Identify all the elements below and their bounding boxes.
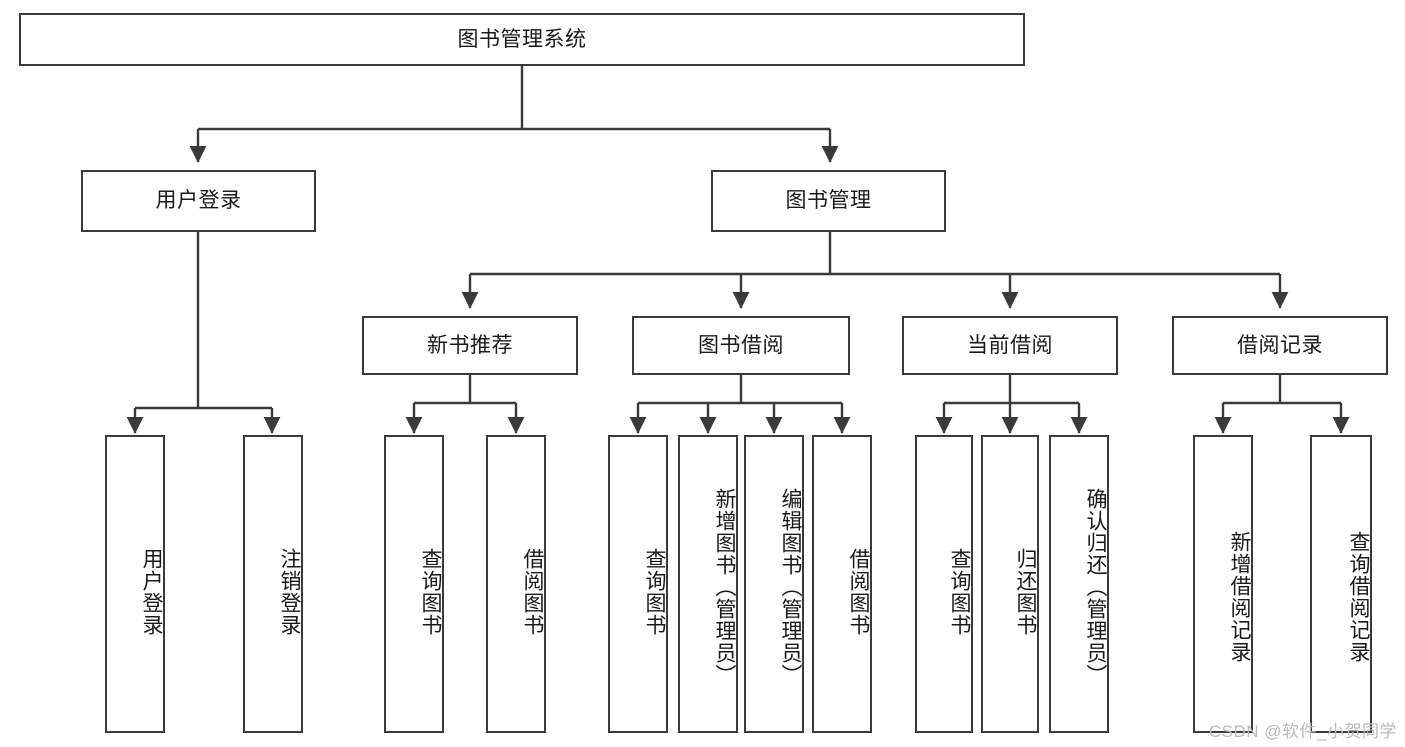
node-new-book-recommend[interactable]: 新书推荐 <box>362 316 578 375</box>
node-borrow-record[interactable]: 借阅记录 <box>1172 316 1388 375</box>
leaf-add-book[interactable]: 新增图书（管理员） <box>678 435 738 733</box>
leaf-edit-book[interactable]: 编辑图书（管理员） <box>744 435 804 733</box>
node-label: 归还图书 <box>1014 548 1037 636</box>
node-label: 图书管理 <box>785 189 872 213</box>
leaf-query-book-borrow[interactable]: 查询图书 <box>608 435 668 733</box>
node-label: 查询图书 <box>643 548 666 636</box>
node-book-borrow[interactable]: 图书借阅 <box>632 316 850 375</box>
leaf-add-borrow-record[interactable]: 新增借阅记录 <box>1193 435 1253 733</box>
node-label: 用户登录 <box>140 548 163 636</box>
leaf-logout-login[interactable]: 注销登录 <box>243 435 303 733</box>
leaf-borrow-book-borrow[interactable]: 借阅图书 <box>812 435 872 733</box>
node-book-management-system[interactable]: 图书管理系统 <box>19 13 1025 66</box>
node-label: 编辑图书（管理员） <box>779 488 802 686</box>
node-label: 确认归还（管理员） <box>1084 488 1107 686</box>
leaf-query-borrow-record[interactable]: 查询借阅记录 <box>1310 435 1372 733</box>
watermark-text: CSDN @软件_小贺同学 <box>1208 722 1397 741</box>
node-book-management[interactable]: 图书管理 <box>711 170 946 232</box>
node-label: 注销登录 <box>278 548 301 636</box>
node-label: 图书借阅 <box>698 333 784 357</box>
node-label: 新增借阅记录 <box>1228 531 1251 663</box>
leaf-return-book[interactable]: 归还图书 <box>981 435 1039 733</box>
node-label: 新书推荐 <box>427 333 513 357</box>
node-label: 当前借阅 <box>967 333 1053 357</box>
leaf-query-book-recommend[interactable]: 查询图书 <box>384 435 444 733</box>
node-label: 借阅图书 <box>521 548 544 636</box>
node-label: 查询图书 <box>948 548 971 636</box>
leaf-query-book-current[interactable]: 查询图书 <box>915 435 973 733</box>
node-label: 查询图书 <box>419 548 442 636</box>
node-label: 借阅记录 <box>1237 333 1323 357</box>
node-label: 借阅图书 <box>847 548 870 636</box>
node-label: 查询借阅记录 <box>1347 531 1370 663</box>
node-label: 用户登录 <box>155 189 242 213</box>
node-user-login[interactable]: 用户登录 <box>81 170 316 232</box>
leaf-confirm-return[interactable]: 确认归还（管理员） <box>1049 435 1109 733</box>
leaf-borrow-book-recommend[interactable]: 借阅图书 <box>486 435 546 733</box>
leaf-user-login[interactable]: 用户登录 <box>105 435 165 733</box>
node-current-borrow[interactable]: 当前借阅 <box>902 316 1118 375</box>
node-label: 新增图书（管理员） <box>713 488 736 686</box>
node-label: 图书管理系统 <box>457 27 587 51</box>
